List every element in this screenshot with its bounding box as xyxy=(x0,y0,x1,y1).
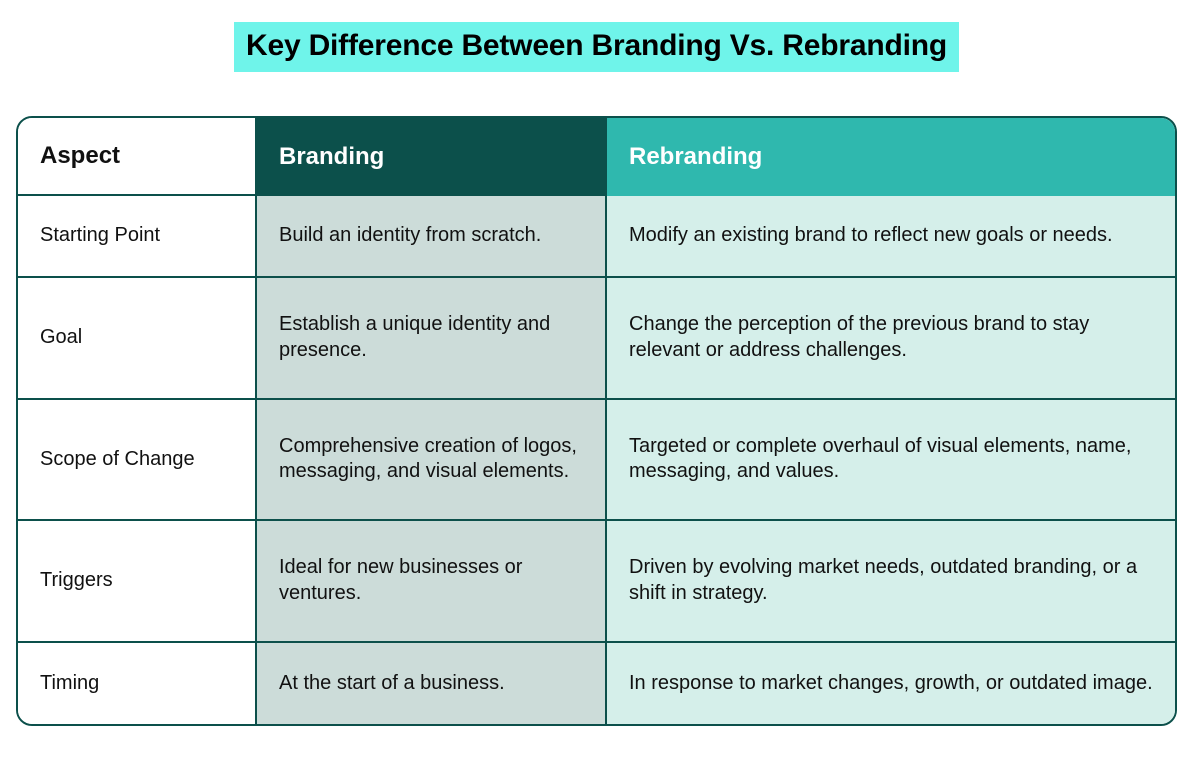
cell-aspect: Triggers xyxy=(18,519,257,641)
branding-text: At the start of a business. xyxy=(279,671,505,694)
branding-text: Ideal for new businesses or ventures. xyxy=(279,556,523,604)
cell-rebranding: Targeted or complete overhaul of visual … xyxy=(607,397,1175,520)
table-header: Aspect Branding Rebranding xyxy=(18,118,1175,196)
aspect-label: Triggers xyxy=(40,569,113,592)
table-header-row: Aspect Branding Rebranding xyxy=(18,118,1175,196)
cell-branding: Ideal for new businesses or ventures. xyxy=(257,519,607,641)
column-header-rebranding: Rebranding xyxy=(607,118,1175,196)
cell-branding: Establish a unique identity and presence… xyxy=(257,276,607,398)
cell-rebranding: Change the perception of the previous br… xyxy=(607,276,1175,398)
cell-branding: Comprehensive creation of logos, messagi… xyxy=(257,397,607,520)
aspect-label: Timing xyxy=(40,671,100,694)
cell-rebranding: Modify an existing brand to reflect new … xyxy=(607,196,1175,277)
branding-text: Establish a unique identity and presence… xyxy=(279,313,551,361)
cell-aspect: Starting Point xyxy=(18,196,257,277)
rebranding-text: Modify an existing brand to reflect new … xyxy=(629,224,1113,247)
aspect-label: Goal xyxy=(40,326,83,349)
branding-text: Build an identity from scratch. xyxy=(279,224,542,247)
cell-aspect: Goal xyxy=(18,276,257,398)
cell-aspect: Timing xyxy=(18,640,257,724)
cell-branding: At the start of a business. xyxy=(257,640,607,724)
aspect-label: Starting Point xyxy=(40,224,161,247)
rebranding-text: In response to market changes, growth, o… xyxy=(629,671,1153,694)
cell-branding: Build an identity from scratch. xyxy=(257,196,607,277)
table-row: Triggers Ideal for new businesses or ven… xyxy=(18,519,1175,641)
table-row: Goal Establish a unique identity and pre… xyxy=(18,276,1175,398)
comparison-table-container: Aspect Branding Rebranding Starting Poin… xyxy=(16,116,1177,726)
branding-text: Comprehensive creation of logos, messagi… xyxy=(279,434,577,483)
cell-aspect: Scope of Change xyxy=(18,397,257,520)
comparison-table: Aspect Branding Rebranding Starting Poin… xyxy=(16,116,1177,726)
column-header-aspect: Aspect xyxy=(18,118,257,196)
rebranding-text: Driven by evolving market needs, outdate… xyxy=(629,556,1138,604)
aspect-label: Scope of Change xyxy=(40,447,195,470)
cell-rebranding: Driven by evolving market needs, outdate… xyxy=(607,519,1175,641)
rebranding-text: Targeted or complete overhaul of visual … xyxy=(629,434,1132,483)
rebranding-text: Change the perception of the previous br… xyxy=(629,313,1090,361)
table-body: Starting Point Build an identity from sc… xyxy=(18,196,1175,724)
table-row: Scope of Change Comprehensive creation o… xyxy=(18,397,1175,520)
title-container: Key Difference Between Branding Vs. Rebr… xyxy=(0,0,1193,72)
column-header-branding: Branding xyxy=(257,118,607,196)
table-row: Timing At the start of a business. In re… xyxy=(18,640,1175,724)
cell-rebranding: In response to market changes, growth, o… xyxy=(607,640,1175,724)
table-row: Starting Point Build an identity from sc… xyxy=(18,196,1175,277)
page-title: Key Difference Between Branding Vs. Rebr… xyxy=(234,22,959,72)
